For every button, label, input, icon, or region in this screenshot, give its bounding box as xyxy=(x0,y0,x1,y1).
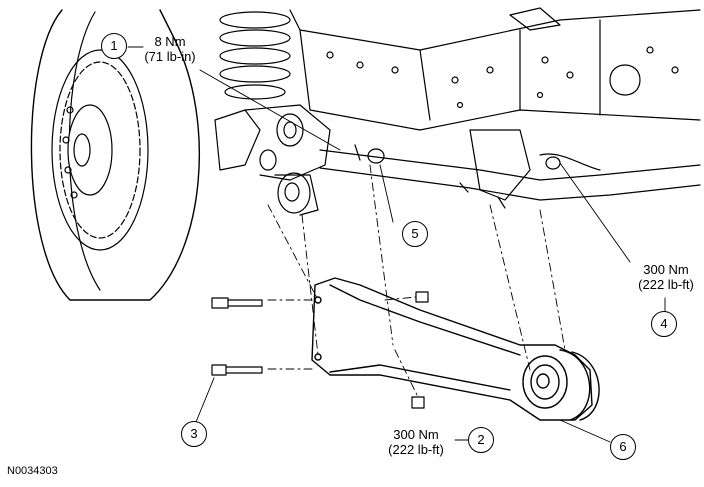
torque-label-1: 8 Nm (71 lb-in) xyxy=(140,34,200,64)
leader-lines xyxy=(127,46,666,443)
torque-label-1-imperial: (71 lb-in) xyxy=(144,49,196,64)
lower-nut xyxy=(411,396,425,409)
lower-control-arm xyxy=(311,277,600,421)
axle-housing xyxy=(214,104,331,216)
callout-2: 2 xyxy=(468,427,494,453)
cross-member xyxy=(319,129,701,209)
torque-label-2-metric: 300 Nm xyxy=(393,427,439,442)
callout-4: 4 xyxy=(651,311,677,337)
callout-6: 6 xyxy=(610,434,636,460)
torque-label-2-imperial: (222 lb-ft) xyxy=(388,442,444,457)
torque-label-1-metric: 8 Nm xyxy=(154,34,186,49)
callout-1: 1 xyxy=(101,33,127,59)
upper-nut xyxy=(415,291,429,303)
torque-label-4: 300 Nm (222 lb-ft) xyxy=(628,262,704,292)
torque-label-2: 300 Nm (222 lb-ft) xyxy=(378,427,454,457)
callout-5: 5 xyxy=(402,221,428,247)
figure-id: N0034303 xyxy=(7,465,58,477)
lower-bolt xyxy=(211,364,263,376)
torque-label-4-metric: 300 Nm xyxy=(643,262,689,277)
alignment-lines xyxy=(267,164,566,398)
upper-bolt xyxy=(211,297,263,309)
torque-label-4-imperial: (222 lb-ft) xyxy=(638,277,694,292)
frame-rail xyxy=(289,7,701,131)
coil-spring xyxy=(219,11,291,100)
wheel-tire xyxy=(30,9,200,301)
callout-3: 3 xyxy=(181,421,207,447)
